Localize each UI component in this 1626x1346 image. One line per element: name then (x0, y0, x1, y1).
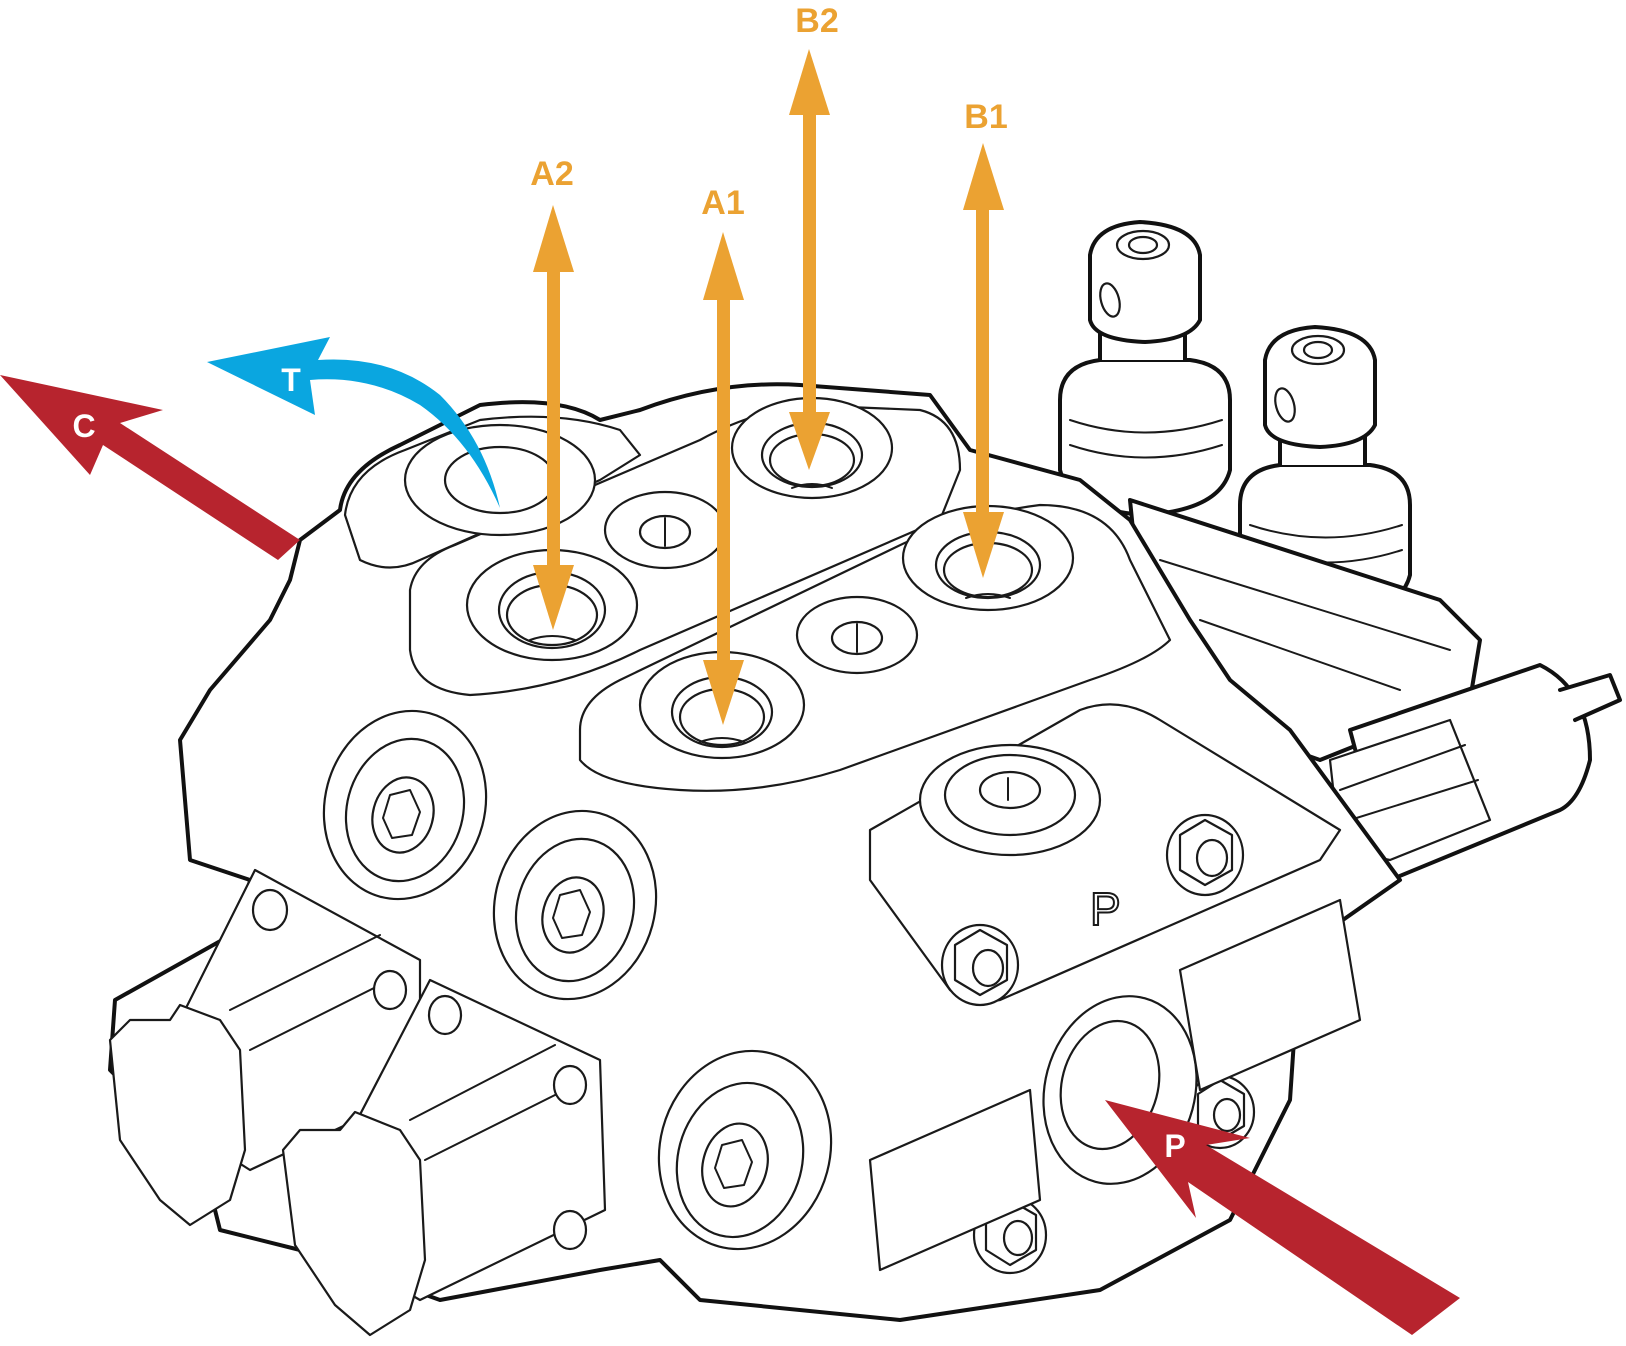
work-port-arrow-b2 (789, 49, 830, 470)
work-port-arrow-a1 (703, 232, 744, 725)
carry-over-arrow-label: C (72, 408, 95, 444)
spool-end-cap (1328, 663, 1622, 882)
tank-port (403, 423, 597, 537)
pressure-arrow-label: P (1164, 1128, 1185, 1164)
relief-valve-cartridge-rear (1058, 220, 1232, 517)
tank-arrow-label: T (281, 362, 301, 398)
side-panel-lower (868, 1088, 1042, 1272)
spool-plug-front (657, 1049, 833, 1251)
tank-arrow (207, 337, 500, 508)
spool-plug-left (322, 709, 488, 901)
port-label-a2: A2 (530, 155, 573, 193)
port-label-b1: B1 (964, 98, 1007, 136)
work-port-arrow-b1 (963, 143, 1004, 578)
port-label-a1: A1 (701, 184, 744, 222)
carry-over-arrow (0, 375, 300, 560)
relief-valve-cartridge-front (1238, 325, 1412, 622)
tie-rod-nut-upper-right (1165, 813, 1245, 897)
spool-end-cover-1 (108, 868, 422, 1227)
pressure-inlet-arrow (1105, 1100, 1460, 1335)
spool-end-cover-2 (281, 978, 607, 1337)
valve-body: P (108, 220, 1622, 1337)
inlet-plug (918, 743, 1102, 857)
tie-rod-nut-middle (940, 923, 1020, 1007)
side-panel-inlet (1178, 898, 1362, 1092)
work-port-arrow-a2 (533, 205, 574, 630)
inlet-emboss-label: P (1090, 883, 1121, 935)
port-label-b2: B2 (795, 2, 838, 40)
center-bolt-1 (603, 490, 727, 570)
center-bolt-2 (795, 595, 919, 675)
spool-plug-middle (492, 809, 658, 1001)
